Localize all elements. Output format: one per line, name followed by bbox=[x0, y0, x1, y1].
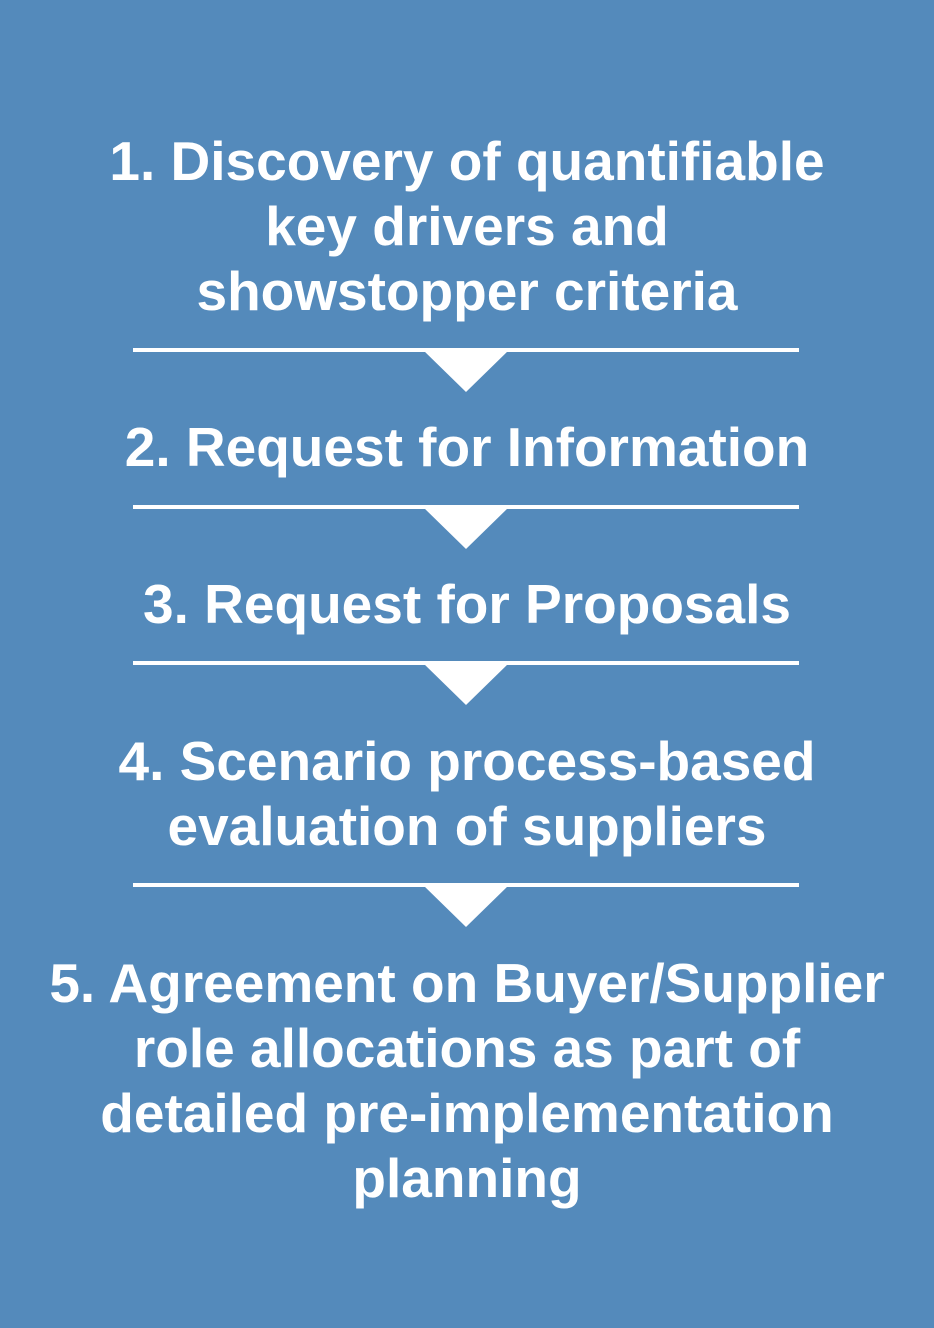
step-5-line-1: 5. Agreement on Buyer/Supplier bbox=[49, 952, 885, 1014]
step-5-line-4: planning bbox=[352, 1147, 582, 1209]
step-3-request-for-proposals: 3. Request for Proposals bbox=[0, 572, 934, 637]
step-4-line-1: 4. Scenario process-based bbox=[118, 730, 816, 792]
flow-arrow-3 bbox=[133, 661, 799, 707]
down-arrow-icon bbox=[423, 663, 509, 705]
step-1-line-3: showstopper criteria bbox=[196, 260, 738, 322]
step-5-line-2: role allocations as part of bbox=[133, 1017, 801, 1079]
step-2-line-1: 2. Request for Information bbox=[124, 416, 810, 478]
down-arrow-icon bbox=[423, 507, 509, 549]
down-arrow-icon bbox=[423, 885, 509, 927]
step-1-line-2: key drivers and bbox=[265, 195, 669, 257]
flow-arrow-4 bbox=[133, 883, 799, 929]
down-arrow-icon bbox=[423, 350, 509, 392]
step-4-scenario-evaluation: 4. Scenario process-based evaluation of … bbox=[0, 729, 934, 859]
step-1-discovery: 1. Discovery of quantifiable key drivers… bbox=[0, 129, 934, 324]
step-4-line-2: evaluation of suppliers bbox=[167, 795, 767, 857]
flow-arrow-2 bbox=[133, 505, 799, 551]
step-1-line-1: 1. Discovery of quantifiable bbox=[109, 130, 825, 192]
step-3-line-1: 3. Request for Proposals bbox=[143, 573, 791, 635]
step-2-request-for-information: 2. Request for Information bbox=[0, 415, 934, 480]
step-5-line-3: detailed pre-implementation bbox=[100, 1082, 834, 1144]
flow-arrow-1 bbox=[133, 348, 799, 394]
step-5-agreement: 5. Agreement on Buyer/Supplier role allo… bbox=[0, 951, 934, 1211]
